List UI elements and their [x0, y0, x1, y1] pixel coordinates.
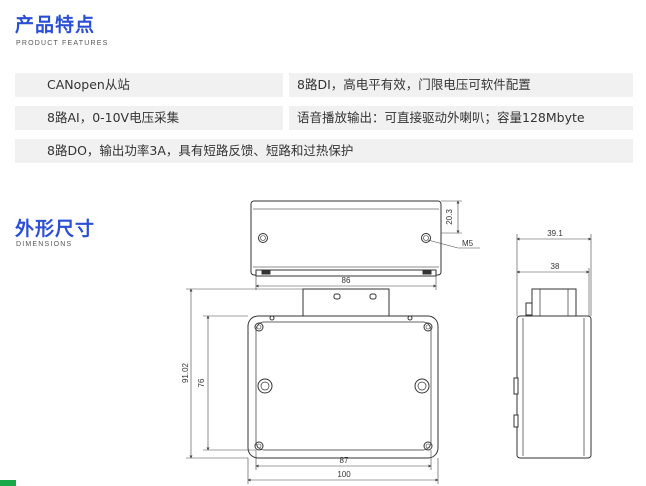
top-view-drawing	[250, 200, 442, 277]
feature-item-canopen: CANopen从站	[15, 73, 283, 97]
dim-side-width-outer: 39.1	[547, 229, 563, 238]
front-view-drawing	[247, 288, 439, 459]
feature-item-do: 8路DO，输出功率3A，具有短路反馈、短路和过热保护	[15, 139, 633, 163]
dimensions-title: 外形尺寸	[15, 218, 96, 240]
dim-top-height: 20.3	[445, 209, 454, 225]
dim-top-width: 86	[342, 276, 351, 285]
features-title: 产品特点	[15, 14, 96, 36]
features-subtitle: PRODUCT FEATURES	[16, 40, 109, 47]
feature-item-di: 8路DI，高电平有效，门限电压可软件配置	[289, 73, 633, 97]
dim-front-height-outer: 91.02	[181, 362, 190, 383]
dim-screw: M5	[462, 239, 474, 248]
accent-mark	[0, 480, 16, 486]
dim-front-width-inner: 87	[340, 456, 349, 465]
dim-front-width-outer: 100	[337, 470, 351, 479]
dim-front-height-inner: 76	[197, 378, 206, 387]
dim-side-width-inner: 38	[551, 262, 560, 271]
dimensions-subtitle: DIMENSIONS	[16, 241, 73, 248]
feature-item-audio: 语音播放输出：可直接驱动外喇叭；容量128Mbyte	[289, 106, 633, 130]
feature-item-ai: 8路AI，0-10V电压采集	[15, 106, 283, 130]
side-view-drawing	[513, 288, 592, 459]
